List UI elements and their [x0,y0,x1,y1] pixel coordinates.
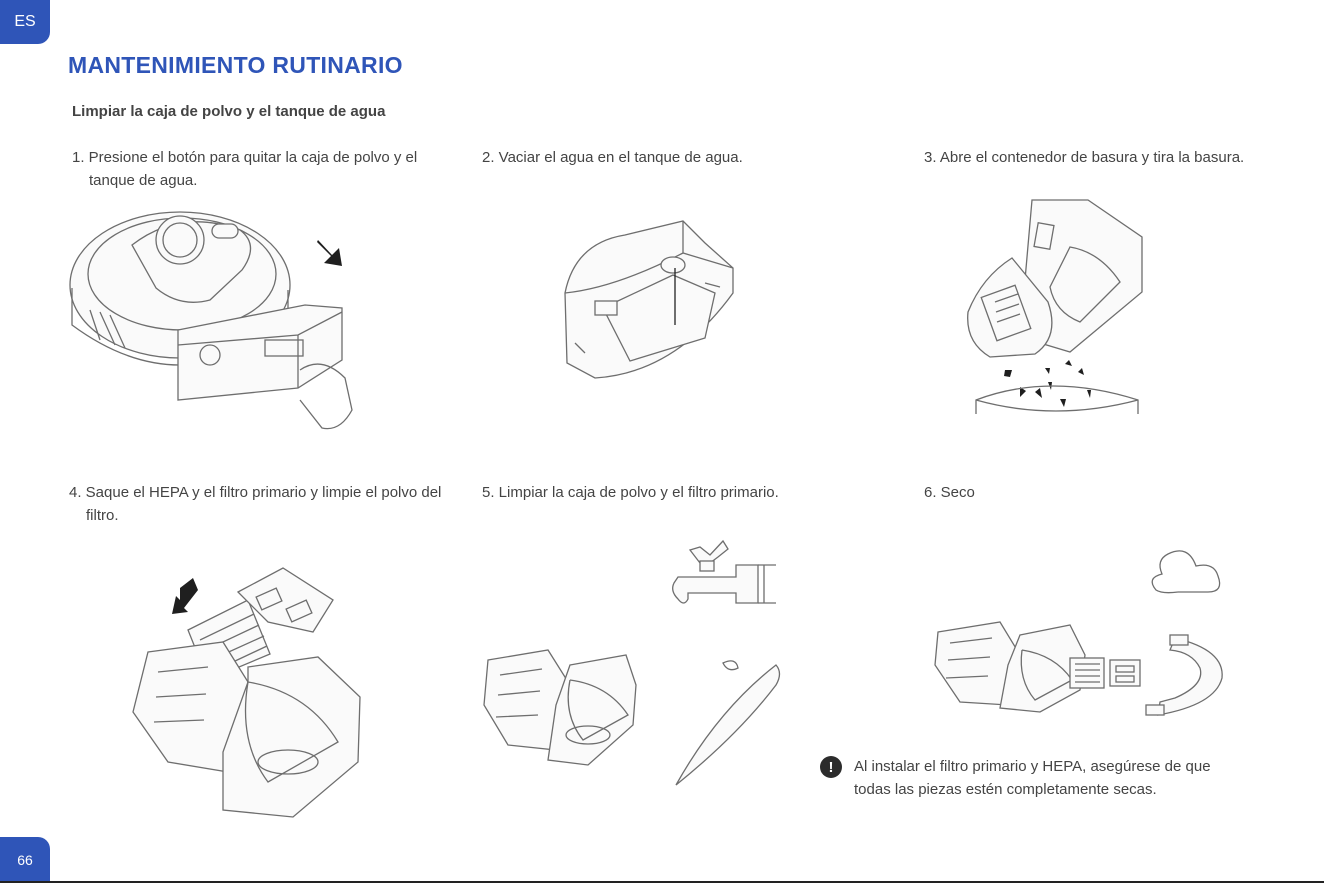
step-1-text: 1. Presione el botón para quitar la caja… [72,149,418,189]
section-subtitle: Limpiar la caja de polvo y el tanque de … [72,103,386,120]
step-6-text: 6. Seco [924,484,975,501]
language-tab: ES [0,0,50,44]
language-label: ES [14,13,36,30]
filter-removal-illustration [128,562,368,822]
drying-warning-note: ! Al instalar el filtro primario y HEPA,… [820,755,1240,801]
page-title: MANTENIMIENTO RUTINARIO [68,52,403,78]
page-number-tab: 66 [0,837,50,883]
page-number: 66 [17,852,33,868]
warning-note-text: Al instalar el filtro primario y HEPA, a… [854,758,1211,798]
step-4-text: 4. Saque el HEPA y el filtro primario y … [69,484,442,524]
exclamation-icon: ! [820,756,842,778]
step-2-text: 2. Vaciar el agua en el tanque de agua. [482,149,743,166]
step-3-text: 3. Abre el contenedor de basura y tira l… [924,149,1245,166]
water-tank-illustration [555,213,745,388]
bottom-divider [0,881,1324,883]
step-5-text: 5. Limpiar la caja de polvo y el filtro … [482,484,779,501]
empty-dustbin-illustration [960,192,1145,417]
robot-dustbox-removal-illustration [60,200,360,435]
drying-parts-illustration [930,540,1230,720]
faucet-clean-illustration [478,535,788,795]
